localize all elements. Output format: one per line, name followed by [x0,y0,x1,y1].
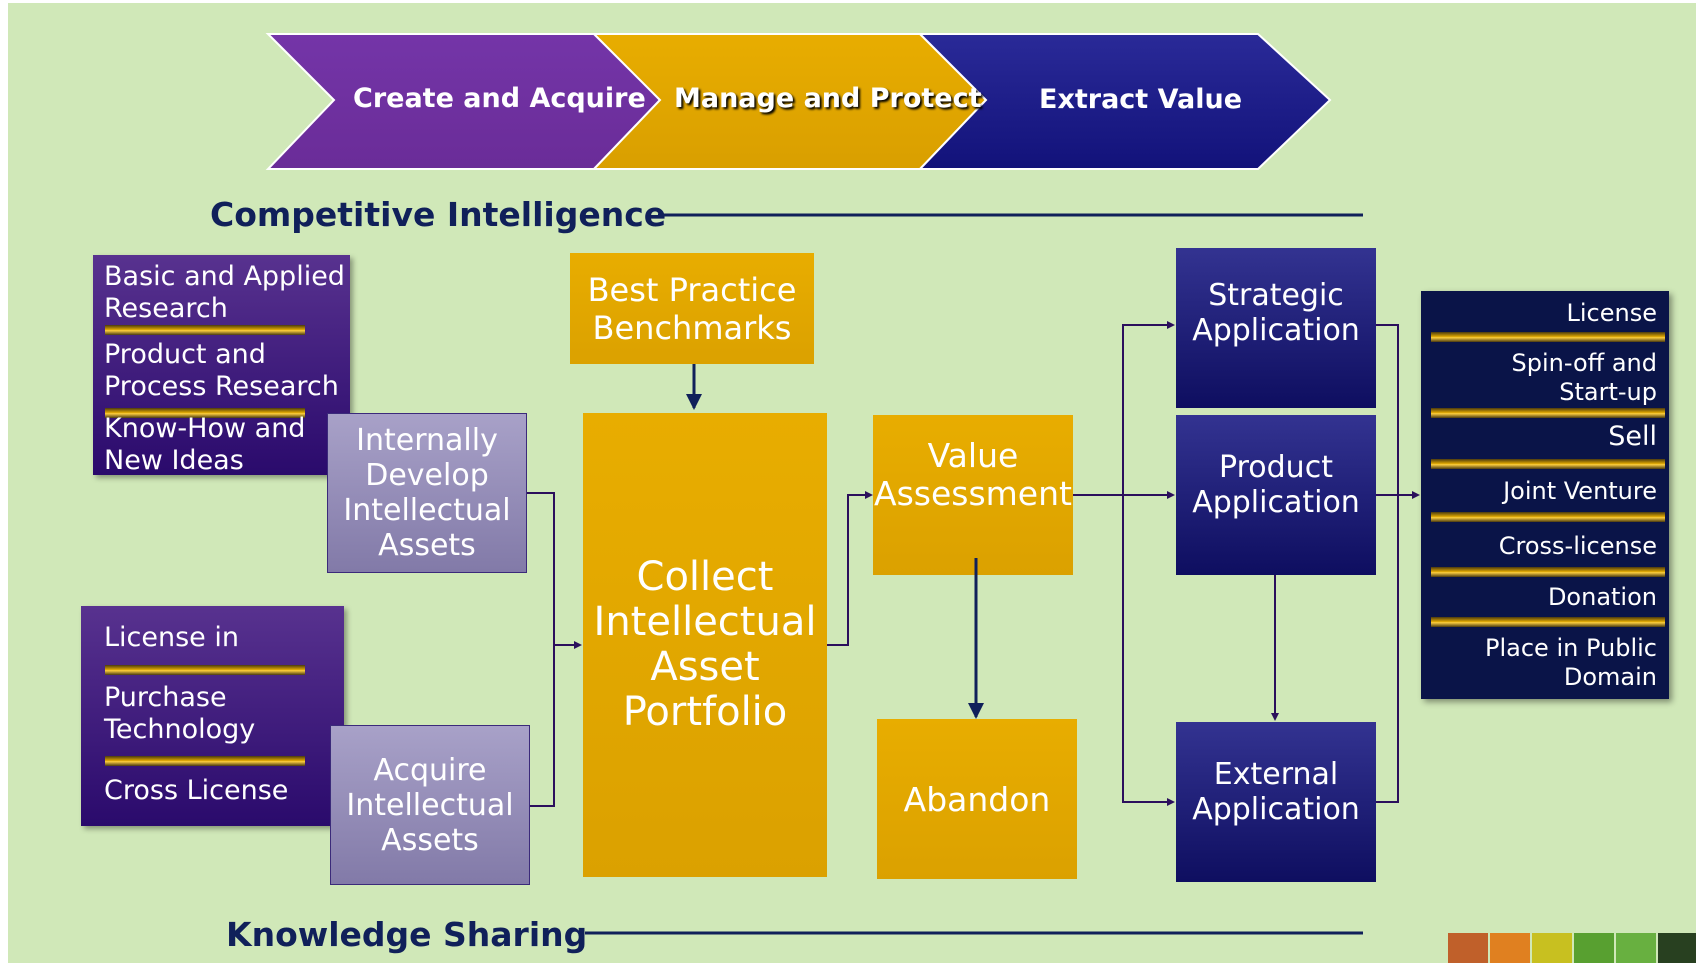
license-item-3: Cross License [104,775,289,806]
decorative-logo-strip [1448,933,1696,963]
abandon-box: Abandon [877,719,1077,879]
option-joint-venture: Joint Venture [1503,477,1657,505]
divider-bar [1431,617,1665,627]
license-item-1: License in [104,622,239,653]
process-chevrons [265,33,1332,170]
chevron-extract [917,33,1332,170]
option-cross-license: Cross-license [1498,532,1657,560]
option-donation: Donation [1547,583,1657,611]
phase-manage-label: Manage and Protect [674,83,982,114]
phase-create-label: Create and Acquire [353,83,646,114]
phase-extract-label: Extract Value [1039,84,1243,115]
option-sell: Sell [1608,421,1657,452]
option-license: License [1566,299,1657,327]
divider-bar [105,325,305,335]
divider-bar [1431,408,1665,418]
slide: Create and Acquire Manage and Protect Ex… [8,3,1696,963]
divider-bar [105,665,305,675]
divider-bar [1431,332,1665,342]
divider-bar [105,756,305,766]
license-box [81,606,344,826]
competitive-intelligence-heading: Competitive Intelligence [210,195,667,234]
knowledge-sharing-heading: Knowledge Sharing [226,915,588,954]
divider-bar [1431,567,1665,577]
divider-bar [1431,459,1665,469]
research-box [93,255,350,475]
divider-bar [1431,512,1665,522]
divider-bar [105,408,305,418]
